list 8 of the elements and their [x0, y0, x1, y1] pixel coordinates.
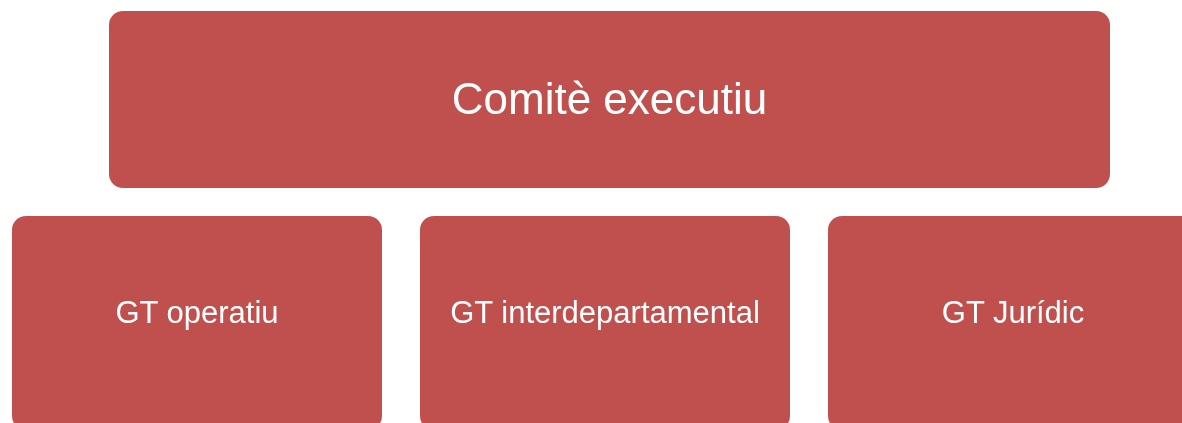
node-label: GT operatiu	[115, 295, 279, 331]
node-label: GT interdepartamental	[450, 295, 760, 331]
node-label: GT Jurídic	[941, 295, 1085, 331]
group-box	[828, 216, 1182, 423]
node-label: Comitè executiu	[451, 74, 768, 125]
group-box	[12, 216, 382, 423]
group-box	[420, 216, 790, 423]
committee-box	[109, 11, 1110, 188]
